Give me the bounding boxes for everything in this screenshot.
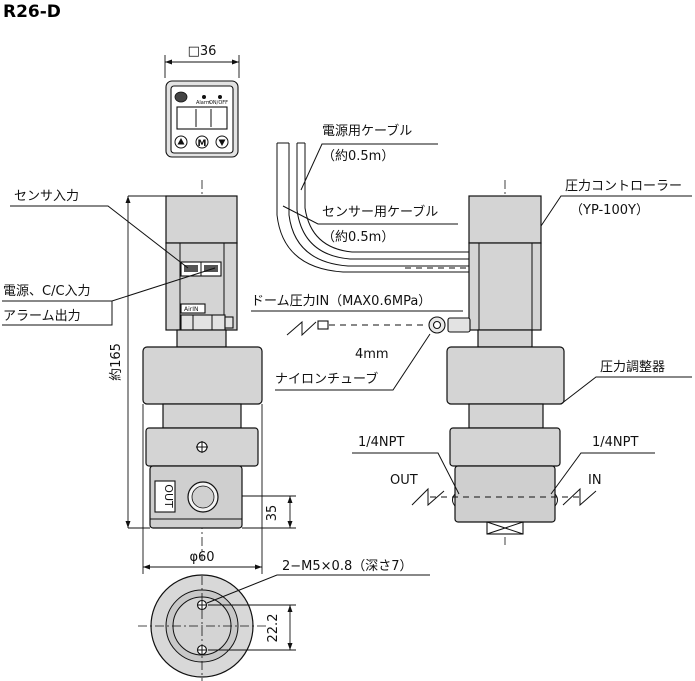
controller-model-label: （YP-100Y） <box>570 203 649 218</box>
top-view-panel: □36 Alarm ON/OFF M <box>164 44 240 158</box>
out-stamp: OUT <box>162 484 175 508</box>
front-view: AirIN OUT 約165 3 <box>109 180 296 574</box>
sensor-input-label: センサ入力 <box>14 189 79 204</box>
pressure-controller-label: 圧力コントローラー <box>565 179 682 194</box>
npt-left-label: 1/4NPT <box>358 435 404 450</box>
left-callouts: センサ入力 電源、C/C入力 アラーム出力 <box>2 189 216 326</box>
m-button-icon: M <box>198 139 207 149</box>
sensor-cable-label: センサー用ケーブル <box>322 204 438 220</box>
power-cc-input-label: 電源、C/C入力 <box>3 284 91 299</box>
nylon-tube-label: ナイロンチューブ <box>275 371 378 387</box>
air-in-marking: AirIN <box>184 306 199 313</box>
model-title: R26-D <box>3 2 61 22</box>
hole-spacing-label: 22.2 <box>266 614 281 643</box>
right-callouts: 電源用ケーブル （約0.5m） センサー用ケーブル （約0.5m） 圧力コントロ… <box>251 123 692 507</box>
square-dimension-label: □36 <box>188 44 217 59</box>
down-button[interactable] <box>215 135 229 149</box>
dome-in-label: ドーム圧力IN（MAX0.6MPa） <box>251 294 431 309</box>
power-cable-label: 電源用ケーブル <box>322 123 412 139</box>
onoff-led <box>218 95 222 99</box>
air-in-plate <box>180 303 206 314</box>
alarm-led <box>202 95 206 99</box>
alarm-output-label: アラーム出力 <box>3 309 81 324</box>
sensor-cable-length: （約0.5m） <box>322 230 394 245</box>
brand-logo <box>174 91 188 103</box>
bottom-height-label: 35 <box>265 505 280 522</box>
up-triangle-button-icon <box>177 138 185 145</box>
power-cable-length: （約0.5m） <box>322 149 394 164</box>
out-stamp-plate <box>154 480 176 513</box>
tube-size-label: 4mm <box>355 347 389 362</box>
m-button[interactable]: M <box>195 135 209 149</box>
in-label: IN <box>588 473 602 488</box>
onoff-marking: ON/OFF <box>209 100 228 106</box>
down-triangle-button-icon <box>218 139 226 146</box>
up-button[interactable] <box>174 135 188 149</box>
tap-holes-label: 2−M5×0.8（深さ7） <box>282 559 413 574</box>
side-view <box>276 142 580 545</box>
height-dimension-label: 約165 <box>109 343 124 381</box>
npt-right-label: 1/4NPT <box>592 435 638 450</box>
diameter-label: φ60 <box>189 550 214 565</box>
regulator-label: 圧力調整器 <box>600 360 665 375</box>
air-in-fitting <box>180 314 226 331</box>
bottom-view: 22.2 2−M5×0.8（深さ7） <box>138 559 430 681</box>
panel-display <box>176 106 228 130</box>
out-label: OUT <box>390 473 418 488</box>
alarm-marking: Alarm <box>196 100 211 106</box>
